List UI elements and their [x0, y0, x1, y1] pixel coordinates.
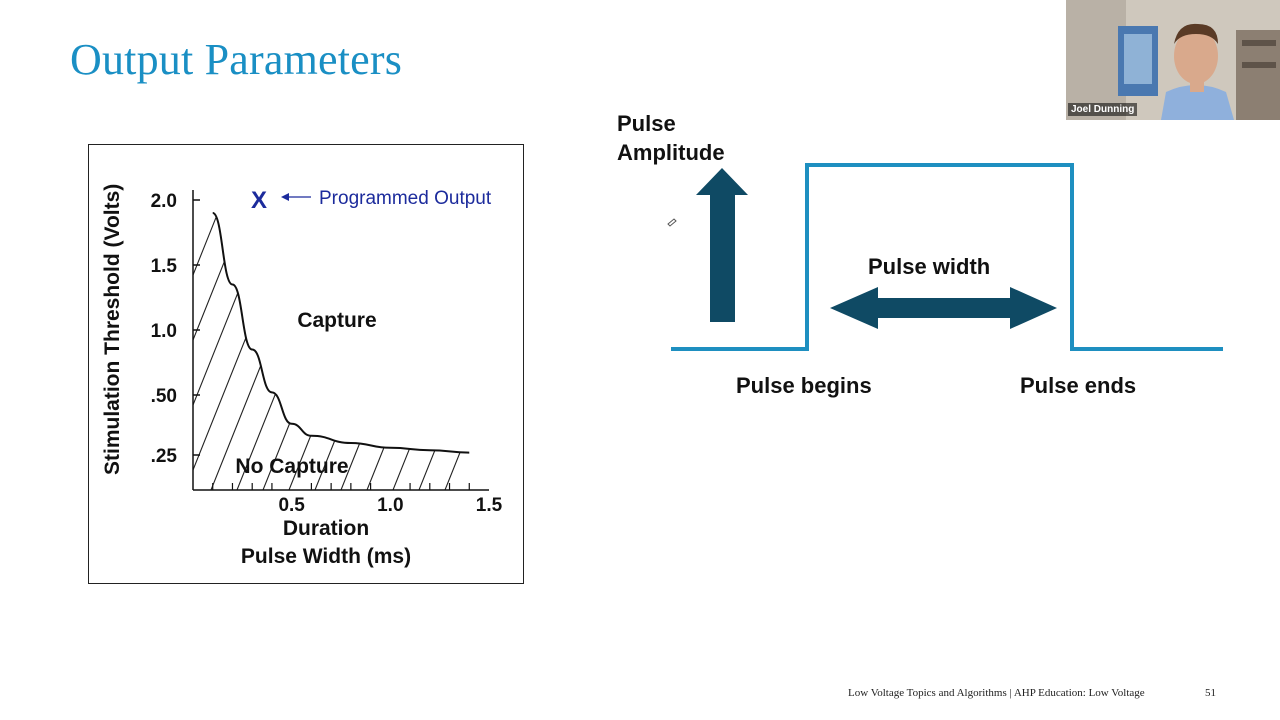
hatch-line	[89, 190, 97, 490]
programmed-output-label: Programmed Output	[319, 188, 492, 209]
x-tick-label: 0.5	[278, 495, 305, 516]
hatch-line	[471, 190, 523, 490]
y-axis-label: Stimulation Threshold (Volts)	[101, 184, 124, 475]
hatch-line	[497, 190, 523, 490]
no-capture-label: No Capture	[235, 455, 348, 478]
amplitude-label-line2: Amplitude	[617, 140, 725, 165]
threshold-curve	[212, 212, 470, 454]
pen-cursor-icon	[667, 218, 677, 227]
y-tick-label: 1.5	[151, 256, 178, 277]
hatch-line	[210, 213, 332, 490]
hatch-line	[288, 213, 410, 490]
hatch-line	[314, 213, 436, 490]
x-tick-label: 1.0	[377, 495, 403, 516]
chart-canvas: 2.0 1.5 1.0 .50 .25 0.5 1.0 1.5 Stimulation Th…	[89, 184, 523, 568]
hatch-line	[193, 213, 306, 490]
y-tick-label: .50	[151, 386, 177, 407]
x-tick-label: 1.5	[476, 495, 503, 516]
pulse-ends-label: Pulse ends	[1020, 373, 1137, 398]
hatch-line	[236, 213, 358, 490]
amplitude-label-line1: Pulse	[617, 111, 676, 136]
hatch-line	[444, 213, 470, 490]
hatch-line	[193, 213, 228, 490]
participant-name-label: Joel Dunning	[1068, 103, 1138, 116]
x-axis-label-line2: Pulse Width (ms)	[241, 545, 411, 568]
pulse-diagram	[667, 163, 1223, 351]
pulse-width-arrow	[830, 287, 1057, 329]
footer-text: Low Voltage Topics and Algorithms | AHP …	[848, 687, 1145, 699]
threshold-chart: 2.0 1.5 1.0 .50 .25 0.5 1.0 1.5 Stimulation Th…	[88, 144, 524, 584]
participant-video-tile[interactable]: Joel Dunning	[1066, 0, 1280, 120]
hatch-line	[340, 213, 462, 490]
programmed-output-marker: X	[251, 187, 267, 214]
pulse-waveform	[671, 163, 1223, 351]
x-axis-label-line1: Duration	[283, 517, 369, 540]
y-tick-label: 1.0	[151, 321, 177, 342]
hatch-line	[366, 213, 470, 490]
y-tick-label: .25	[151, 446, 178, 467]
capture-label: Capture	[297, 309, 376, 332]
pulse-width-label: Pulse width	[868, 254, 991, 279]
legend-arrow-head	[281, 193, 289, 201]
hatch-line	[392, 213, 470, 490]
participant-video-feed	[1066, 0, 1280, 120]
slide-title: Output Parameters	[70, 35, 403, 84]
hatch-line	[418, 213, 470, 490]
amplitude-arrow	[696, 168, 748, 322]
pulse-begins-label: Pulse begins	[736, 373, 872, 398]
x-ticks: 0.5 1.0 1.5	[212, 483, 503, 516]
page-number: 51	[1205, 687, 1216, 699]
y-tick-label: 2.0	[151, 191, 177, 212]
hatch-line	[193, 213, 280, 490]
y-ticks: 2.0 1.5 1.0 .50 .25	[151, 191, 200, 467]
